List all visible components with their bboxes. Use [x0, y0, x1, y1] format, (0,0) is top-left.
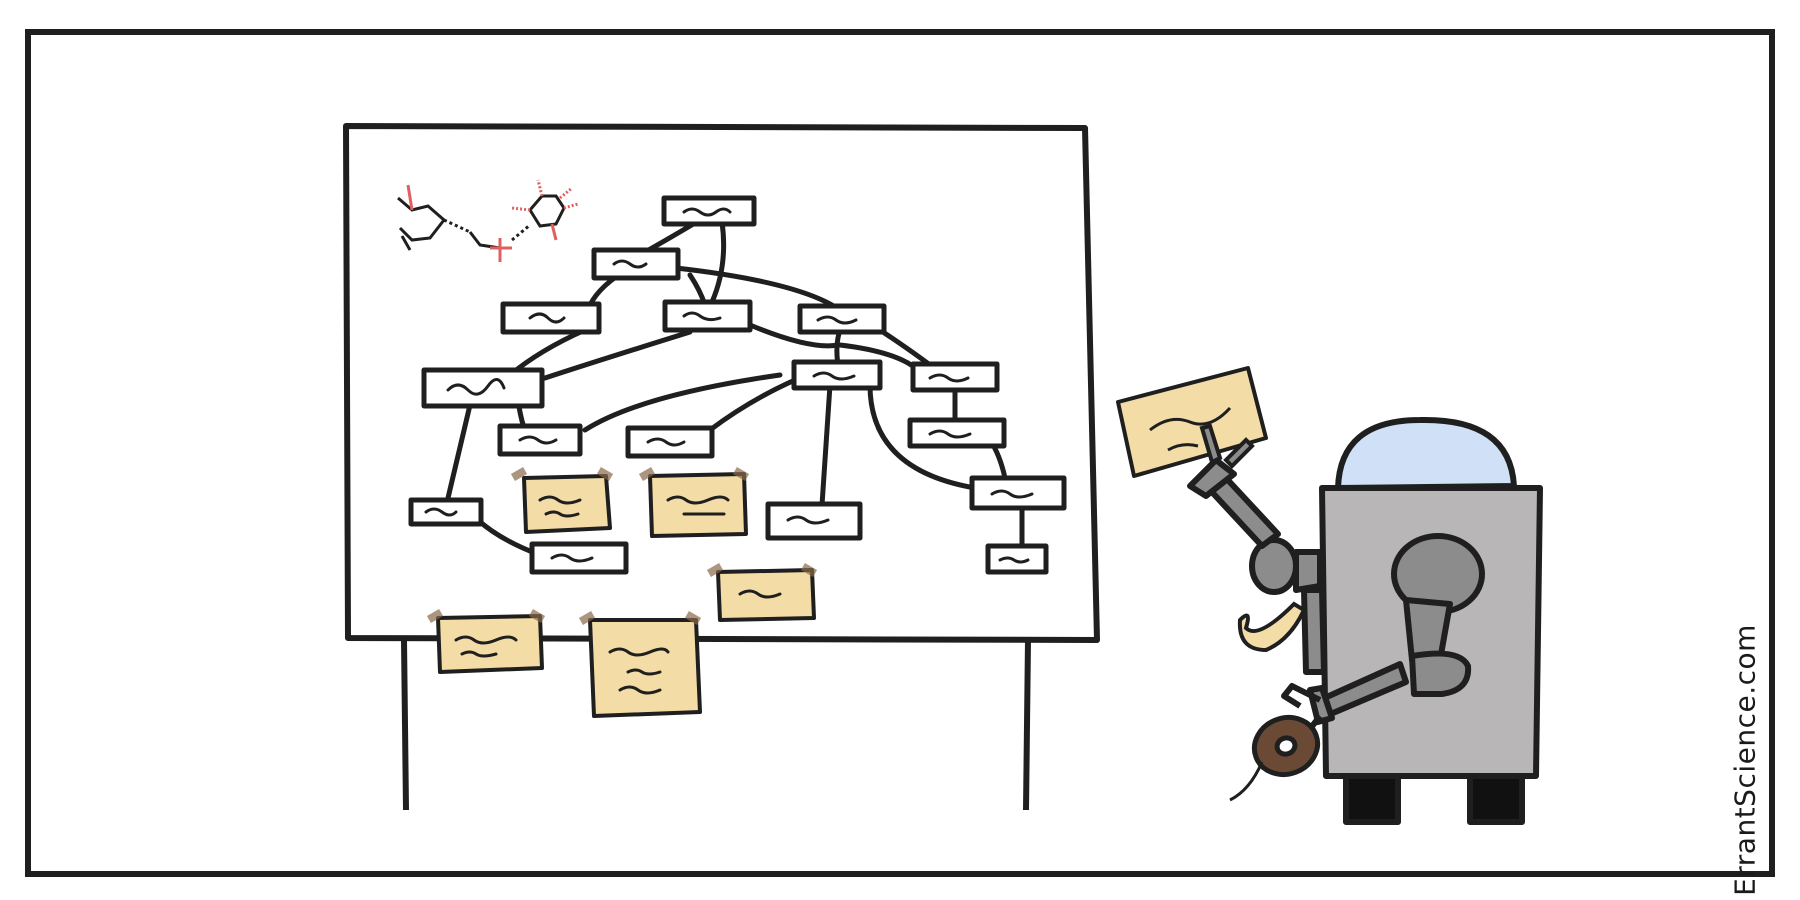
- tape-strip: [1237, 601, 1307, 653]
- box-l5a: [408, 497, 484, 527]
- robot-elbow: [1409, 650, 1472, 697]
- box-l5b: [969, 475, 1067, 511]
- box-l4b: [625, 425, 715, 459]
- robot-dome: [1335, 416, 1517, 491]
- box-scribbles: [424, 207, 1034, 564]
- box-l3c: [910, 361, 1000, 393]
- box-l2b: [662, 299, 753, 333]
- note-2: [648, 472, 748, 538]
- credit-text: ErrantScience.com: [1728, 624, 1762, 896]
- note-3: [716, 568, 816, 622]
- box-l6b: [985, 543, 1049, 575]
- held-paper-note: [1116, 366, 1268, 478]
- robot-claw-upper: [1199, 423, 1255, 469]
- tape-roll-icon: [1229, 715, 1321, 802]
- note-4: [436, 614, 544, 674]
- box-top: [661, 195, 757, 227]
- box-l3b: [791, 359, 883, 391]
- box-l5c: [765, 501, 863, 541]
- box-l3a: [421, 367, 545, 409]
- easel-legs: [401, 639, 1031, 811]
- box-l2a: [500, 301, 602, 335]
- paper-notes: [436, 472, 816, 718]
- note-5: [588, 618, 702, 718]
- note-scribbles: [454, 495, 782, 695]
- box-l4c: [907, 417, 1007, 449]
- box-l6a: [529, 541, 629, 575]
- box-l1: [591, 247, 681, 281]
- robot-upper-arm: [1187, 457, 1323, 595]
- note-tape-marks: [426, 467, 818, 625]
- robot-icon: [1281, 416, 1543, 825]
- diagram-boxes: [408, 195, 1067, 575]
- molecule-icon: [397, 179, 579, 262]
- box-l2c: [797, 303, 887, 335]
- robot-side-panel: [1301, 587, 1327, 675]
